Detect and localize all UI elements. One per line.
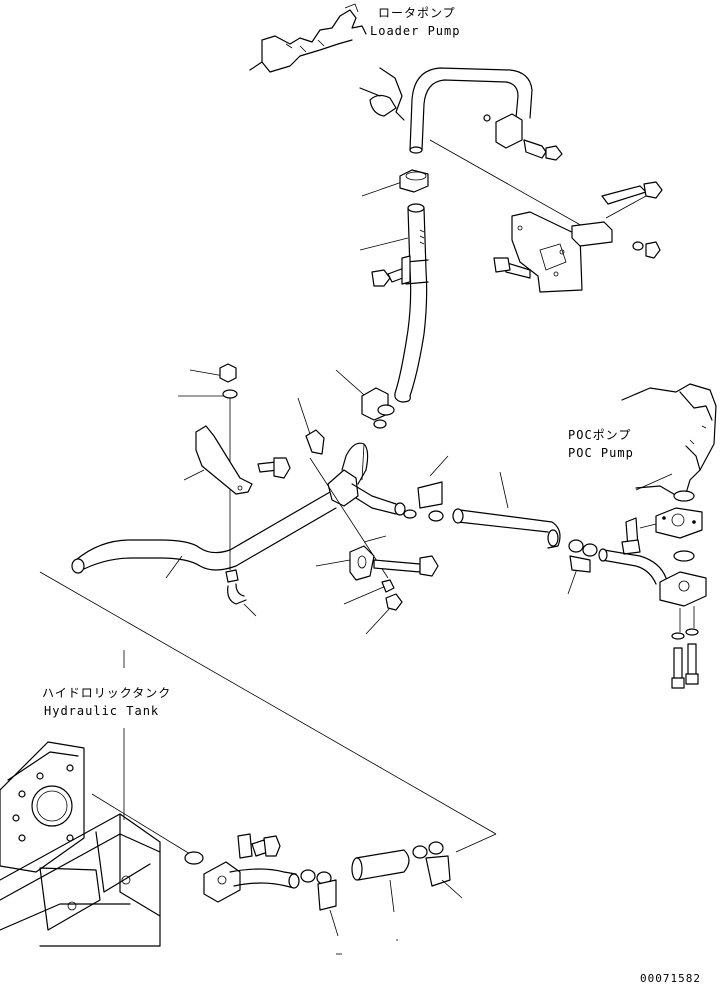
poc-outlet-flange: [598, 548, 707, 689]
stay-bracket: [195, 425, 291, 495]
loader-pump-label-en: Loader Pump: [370, 24, 461, 38]
hose-clamp-center: [361, 387, 395, 429]
hose-clamps-bottom: [300, 841, 463, 937]
hanging-clip: [305, 429, 325, 455]
loader-pump-label-jp: ロータポンプ: [378, 6, 456, 20]
mounting-bracket: [493, 181, 663, 293]
loader-pump: [249, 3, 405, 121]
drawing-number: 00071582: [640, 972, 701, 985]
poc-pump-label-en: POC Pump: [568, 446, 634, 460]
pipe-clip-bolt: [371, 255, 411, 287]
poc-pump-label-jp: POCポンプ: [568, 428, 632, 442]
hose-clamp-pair-right: [568, 539, 598, 573]
hose-clamp-upper: [399, 169, 429, 193]
rubber-hose-mid: [452, 508, 561, 549]
hydraulic-tank: [0, 728, 161, 947]
pipe-clamp-top: [483, 113, 563, 161]
clip-bolt-nut: [349, 535, 439, 611]
drain-fitting: [225, 569, 247, 605]
main-suction-pipe: [71, 442, 406, 574]
poc-pump: [621, 383, 717, 562]
hydraulic-tank-label-en: Hydraulic Tank: [44, 704, 160, 718]
loader-pump-outlet-pipe: [359, 67, 533, 154]
hose-clamp-pair-mid: [403, 481, 444, 522]
vertical-pipe: [359, 203, 429, 403]
tank-outlet-fittings: [184, 833, 300, 903]
hydraulic-tank-label-jp: ハイドロリックタンク: [42, 686, 172, 700]
